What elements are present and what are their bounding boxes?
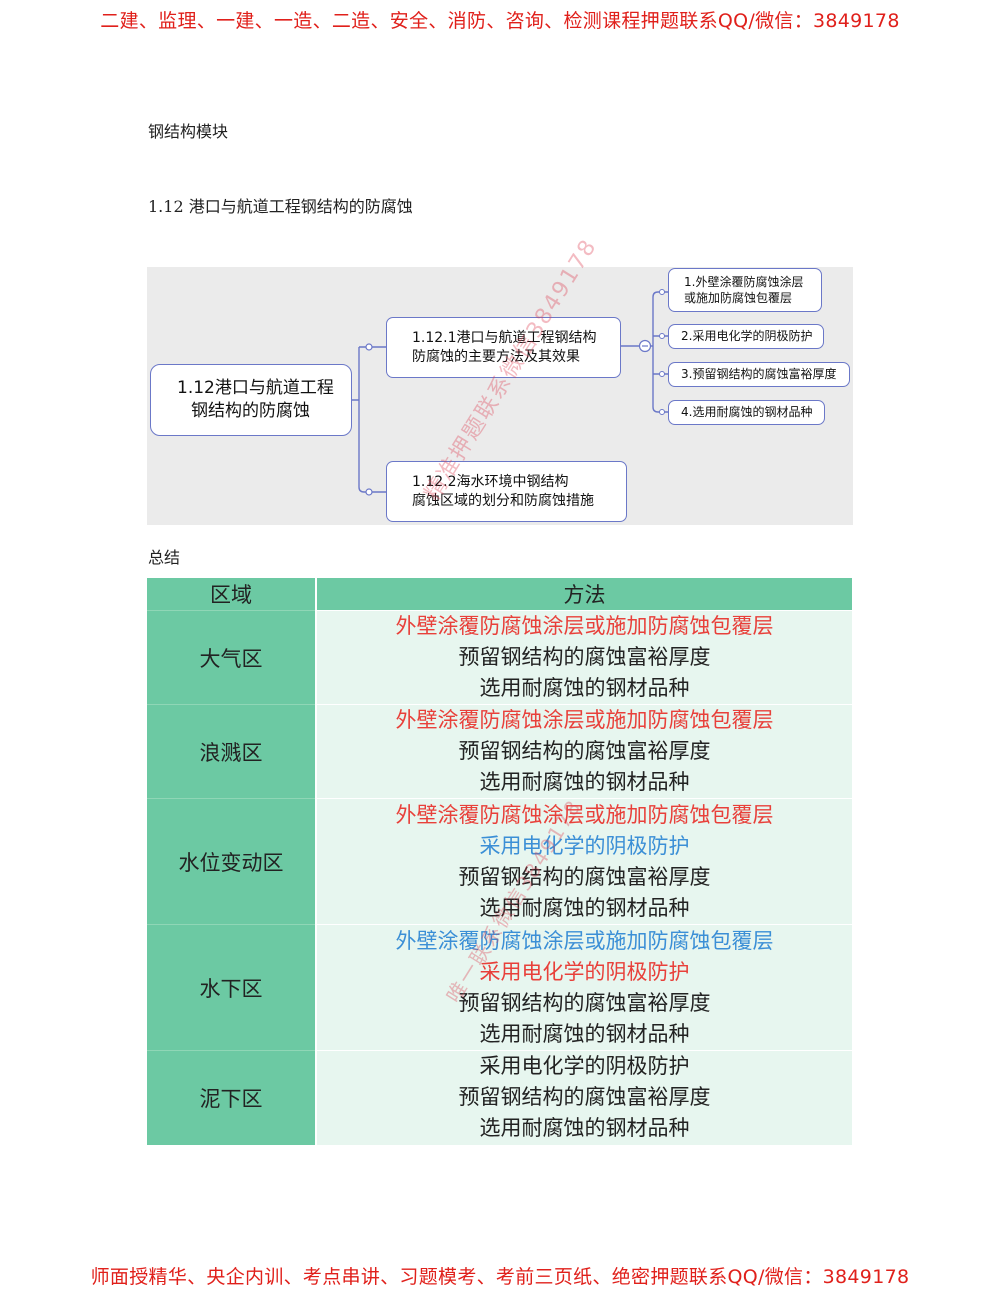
zone-cell: 大气区 <box>147 610 317 705</box>
mindmap-connectors <box>352 289 668 496</box>
method-item: 外壁涂覆防腐蚀涂层或施加防腐蚀包覆层 <box>395 802 774 827</box>
table-row: 水位变动区外壁涂覆防腐蚀涂层或施加防腐蚀包覆层采用电化学的阴极防护预留钢结构的腐… <box>147 798 852 925</box>
footer-banner: 师面授精华、央企内训、考点串讲、习题模考、考前三页纸、绝密押题联系QQ/微信：3… <box>90 1266 910 1288</box>
method-item: 采用电化学的阴极防护 <box>479 959 690 984</box>
methods-cell: 外壁涂覆防腐蚀涂层或施加防腐蚀包覆层采用电化学的阴极防护预留钢结构的腐蚀富裕厚度… <box>316 924 852 1051</box>
method-item: 选用耐腐蚀的钢材品种 <box>479 676 690 700</box>
column-header-method: 方法 <box>316 578 852 611</box>
mindmap-leaf-node-4[interactable]: 4.选用耐腐蚀的钢材品种 <box>668 400 825 425</box>
mindmap: 1.12港口与航道工程 钢结构的防腐蚀 1.12.1港口与航道工程钢结构 防腐蚀… <box>147 234 853 525</box>
zone-cell: 水位变动区 <box>147 798 317 925</box>
method-item: 采用电化学的阴极防护 <box>479 1054 690 1079</box>
mindmap-leaf-node-1[interactable]: 1.外壁涂覆防腐蚀涂层 或施加防腐蚀包覆层 <box>668 268 822 312</box>
method-item: 预留钢结构的腐蚀富裕厚度 <box>458 864 711 889</box>
method-item: 采用电化学的阴极防护 <box>479 833 690 858</box>
table-row: 大气区外壁涂覆防腐蚀涂层或施加防腐蚀包覆层预留钢结构的腐蚀富裕厚度选用耐腐蚀的钢… <box>147 610 852 705</box>
zone-cell: 浪溅区 <box>147 704 317 799</box>
table-row: 泥下区采用电化学的阴极防护预留钢结构的腐蚀富裕厚度选用耐腐蚀的钢材品种 <box>147 1050 852 1145</box>
method-item: 外壁涂覆防腐蚀涂层或施加防腐蚀包覆层 <box>395 614 774 638</box>
method-item: 外壁涂覆防腐蚀涂层或施加防腐蚀包覆层 <box>395 708 774 732</box>
mindmap-branch-node-1[interactable]: 1.12.1港口与航道工程钢结构 防腐蚀的主要方法及其效果 <box>386 317 621 378</box>
method-item: 选用耐腐蚀的钢材品种 <box>479 1021 690 1046</box>
method-item: 预留钢结构的腐蚀富裕厚度 <box>458 645 711 669</box>
methods-cell: 外壁涂覆防腐蚀涂层或施加防腐蚀包覆层预留钢结构的腐蚀富裕厚度选用耐腐蚀的钢材品种 <box>316 704 852 799</box>
method-item: 选用耐腐蚀的钢材品种 <box>479 770 690 794</box>
method-item: 预留钢结构的腐蚀富裕厚度 <box>458 739 711 763</box>
method-item: 预留钢结构的腐蚀富裕厚度 <box>458 990 711 1015</box>
table-row: 浪溅区外壁涂覆防腐蚀涂层或施加防腐蚀包覆层预留钢结构的腐蚀富裕厚度选用耐腐蚀的钢… <box>147 704 852 799</box>
methods-cell: 外壁涂覆防腐蚀涂层或施加防腐蚀包覆层预留钢结构的腐蚀富裕厚度选用耐腐蚀的钢材品种 <box>316 610 852 705</box>
mindmap-branch-node-2[interactable]: 1.12.2海水环境中钢结构 腐蚀区域的划分和防腐蚀措施 <box>386 461 627 522</box>
mindmap-root-node[interactable]: 1.12港口与航道工程 钢结构的防腐蚀 <box>150 364 352 436</box>
table-header-row: 区域 方法 <box>147 578 852 611</box>
methods-cell: 外壁涂覆防腐蚀涂层或施加防腐蚀包覆层采用电化学的阴极防护预留钢结构的腐蚀富裕厚度… <box>316 798 852 925</box>
zone-cell: 水下区 <box>147 924 317 1051</box>
module-title: 钢结构模块 <box>148 122 229 141</box>
mindmap-leaf-node-3[interactable]: 3.预留钢结构的腐蚀富裕厚度 <box>668 362 850 387</box>
method-item: 预留钢结构的腐蚀富裕厚度 <box>458 1085 711 1110</box>
summary-table: 区域 方法 大气区外壁涂覆防腐蚀涂层或施加防腐蚀包覆层预留钢结构的腐蚀富裕厚度选… <box>147 578 852 1145</box>
zone-cell: 泥下区 <box>147 1050 317 1145</box>
table-row: 水下区外壁涂覆防腐蚀涂层或施加防腐蚀包覆层采用电化学的阴极防护预留钢结构的腐蚀富… <box>147 924 852 1051</box>
method-item: 选用耐腐蚀的钢材品种 <box>479 1116 690 1141</box>
header-banner: 二建、监理、一建、一造、二造、安全、消防、咨询、检测课程押题联系QQ/微信：38… <box>100 10 900 32</box>
column-header-zone: 区域 <box>147 578 317 611</box>
mindmap-leaf-node-2[interactable]: 2.采用电化学的阴极防护 <box>668 324 824 349</box>
methods-cell: 采用电化学的阴极防护预留钢结构的腐蚀富裕厚度选用耐腐蚀的钢材品种 <box>316 1050 852 1145</box>
method-item: 外壁涂覆防腐蚀涂层或施加防腐蚀包覆层 <box>395 928 774 953</box>
section-title: 1.12 港口与航道工程钢结构的防腐蚀 <box>148 197 413 216</box>
method-item: 选用耐腐蚀的钢材品种 <box>479 895 690 920</box>
summary-label: 总结 <box>148 548 181 567</box>
